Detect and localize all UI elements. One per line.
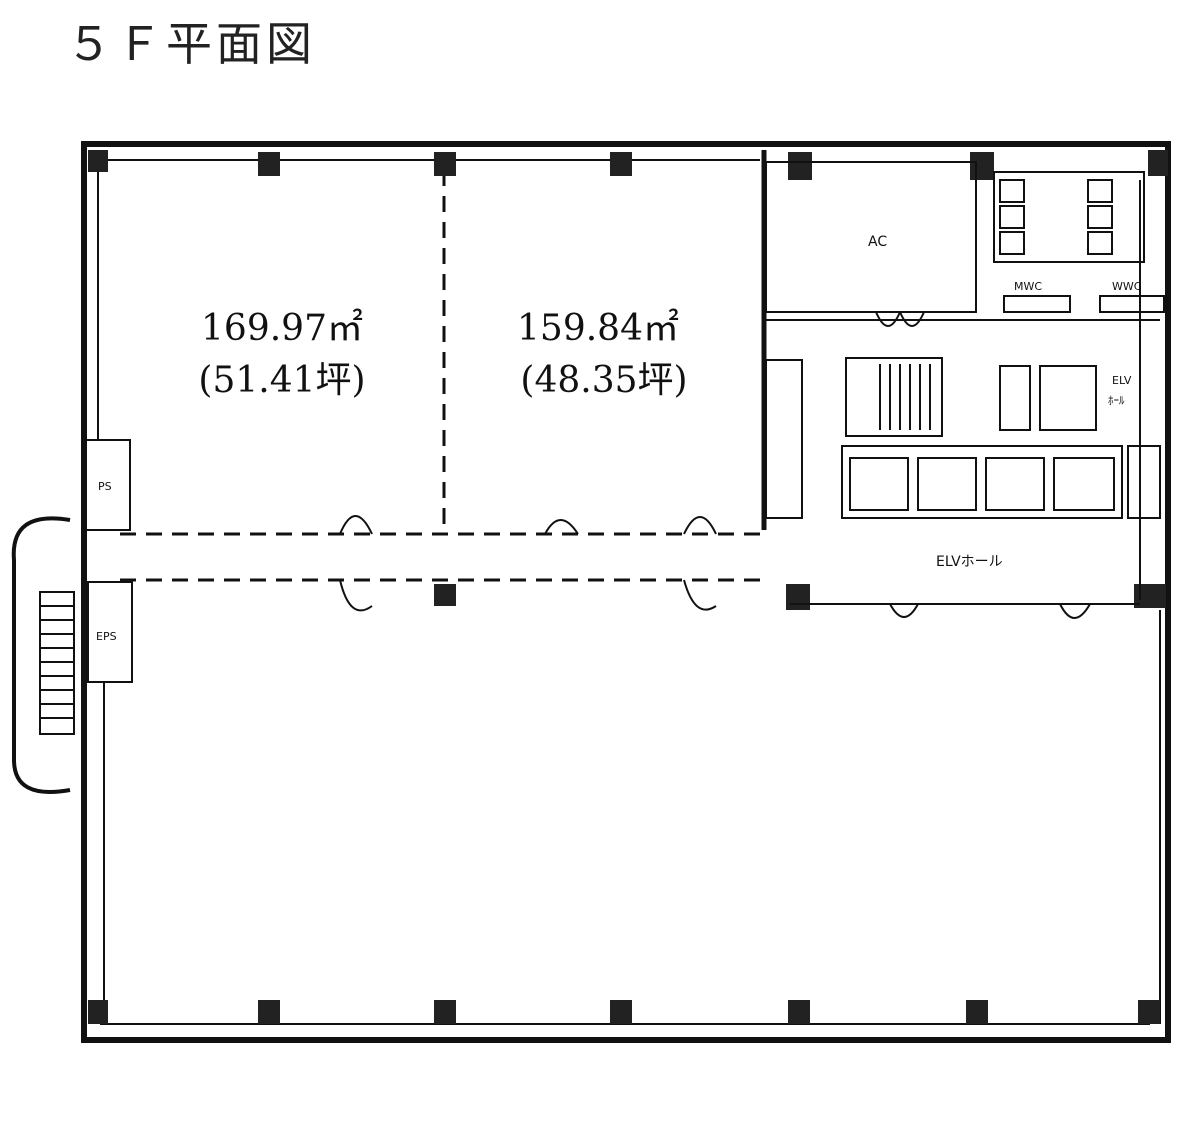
structural-columns	[88, 150, 1168, 1024]
room-2-tsubo: (48.35坪)	[520, 360, 687, 401]
exterior-wall	[81, 141, 1171, 1043]
ac-room	[765, 161, 977, 313]
elv-hall-doors	[889, 603, 1091, 619]
eps-label: EPS	[96, 630, 117, 643]
wc-stalls	[999, 179, 1113, 255]
mwc-label: MWC	[1014, 280, 1042, 293]
elevator-shafts	[849, 457, 1115, 511]
floor-plan-title: ５Ｆ平面図	[66, 17, 316, 71]
ps-label: PS	[98, 480, 112, 493]
elv-sub-label: ﾎｰﾙ	[1108, 394, 1125, 407]
core-stair-steps	[879, 364, 931, 430]
core-stair	[845, 357, 943, 437]
room-1-tsubo: (51.41坪)	[198, 360, 365, 401]
elevator-car	[1039, 365, 1097, 431]
wc-fixtures-area	[993, 171, 1145, 263]
pipe-shaft-upper	[85, 439, 131, 531]
eps-shaft-core	[765, 359, 803, 519]
elv-hall-label: ELVホール	[936, 554, 1003, 570]
mwc-sink-counter	[1003, 295, 1071, 313]
door-swings-lower	[339, 579, 717, 612]
room-1-area: 169.97㎡	[201, 307, 363, 349]
core-shaft	[999, 365, 1031, 431]
elv-label: ELV	[1112, 374, 1132, 387]
elevator-bank	[841, 445, 1123, 519]
wwc-sink-counter	[1099, 295, 1165, 313]
ac-room-doors	[875, 311, 925, 327]
external-stair-outline	[11, 516, 71, 794]
ac-room-label: AC	[868, 234, 887, 250]
wwc-label: WWC	[1112, 280, 1142, 293]
door-swings-upper	[339, 515, 717, 535]
external-stair-steps	[40, 605, 74, 719]
elevator-shaft-side	[1127, 445, 1161, 519]
room-2-area: 159.84㎡	[517, 307, 679, 349]
pipe-shaft-lower	[87, 581, 133, 683]
